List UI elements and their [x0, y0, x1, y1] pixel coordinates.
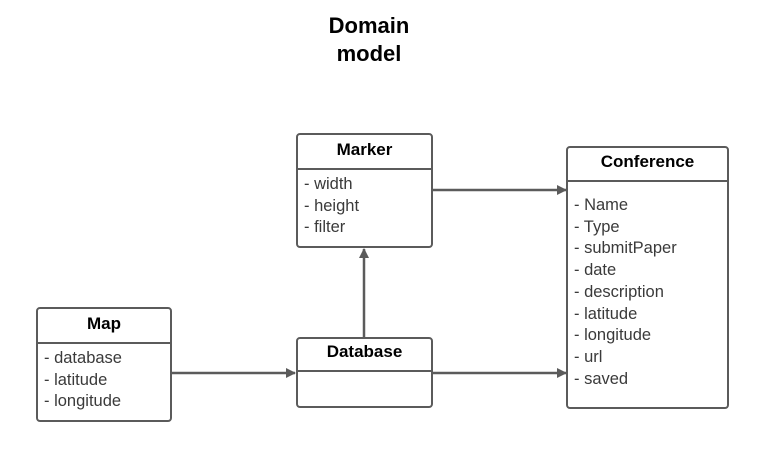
attribute-item: - latitude	[44, 370, 108, 389]
class-map-name: Map	[38, 309, 170, 344]
attribute-item: - width	[304, 175, 353, 193]
diagram-title-line2: model	[336, 41, 402, 66]
attribute-item: - Name	[574, 196, 629, 214]
class-conference-attributes: - Name - Type - submitPaper - date - descrip…	[568, 182, 727, 390]
class-map-attributes: - database - latitude - longitude	[38, 344, 170, 413]
attribute-item: - height	[304, 196, 360, 215]
attribute-item: - url	[574, 347, 603, 366]
attribute-item: - longitude	[574, 326, 652, 345]
class-database[interactable]: Database	[296, 337, 433, 408]
attribute-item: - longitude	[44, 392, 122, 411]
attribute-item: - latitude	[574, 304, 638, 323]
attribute-item: - database	[44, 349, 122, 367]
class-database-name: Database	[298, 339, 431, 372]
class-conference-name: Conference	[568, 148, 727, 182]
attribute-item: - Type	[574, 217, 620, 236]
class-map[interactable]: Map - database - latitude - longitude	[36, 307, 172, 422]
class-marker[interactable]: Marker - width - height - filter	[296, 133, 433, 248]
attribute-item: - submitPaper	[574, 239, 677, 258]
class-marker-attributes: - width - height - filter	[298, 170, 431, 239]
diagram-title-line1: Domain	[328, 13, 410, 38]
class-marker-name: Marker	[298, 135, 431, 170]
attribute-item: - description	[574, 282, 664, 301]
attribute-item: - saved	[574, 369, 629, 388]
class-conference[interactable]: Conference - Name - Type - submitPaper - da…	[566, 146, 729, 409]
attribute-item: - date	[574, 261, 617, 280]
diagram-title: Domain model	[269, 12, 469, 68]
attribute-item: - filter	[304, 218, 346, 237]
